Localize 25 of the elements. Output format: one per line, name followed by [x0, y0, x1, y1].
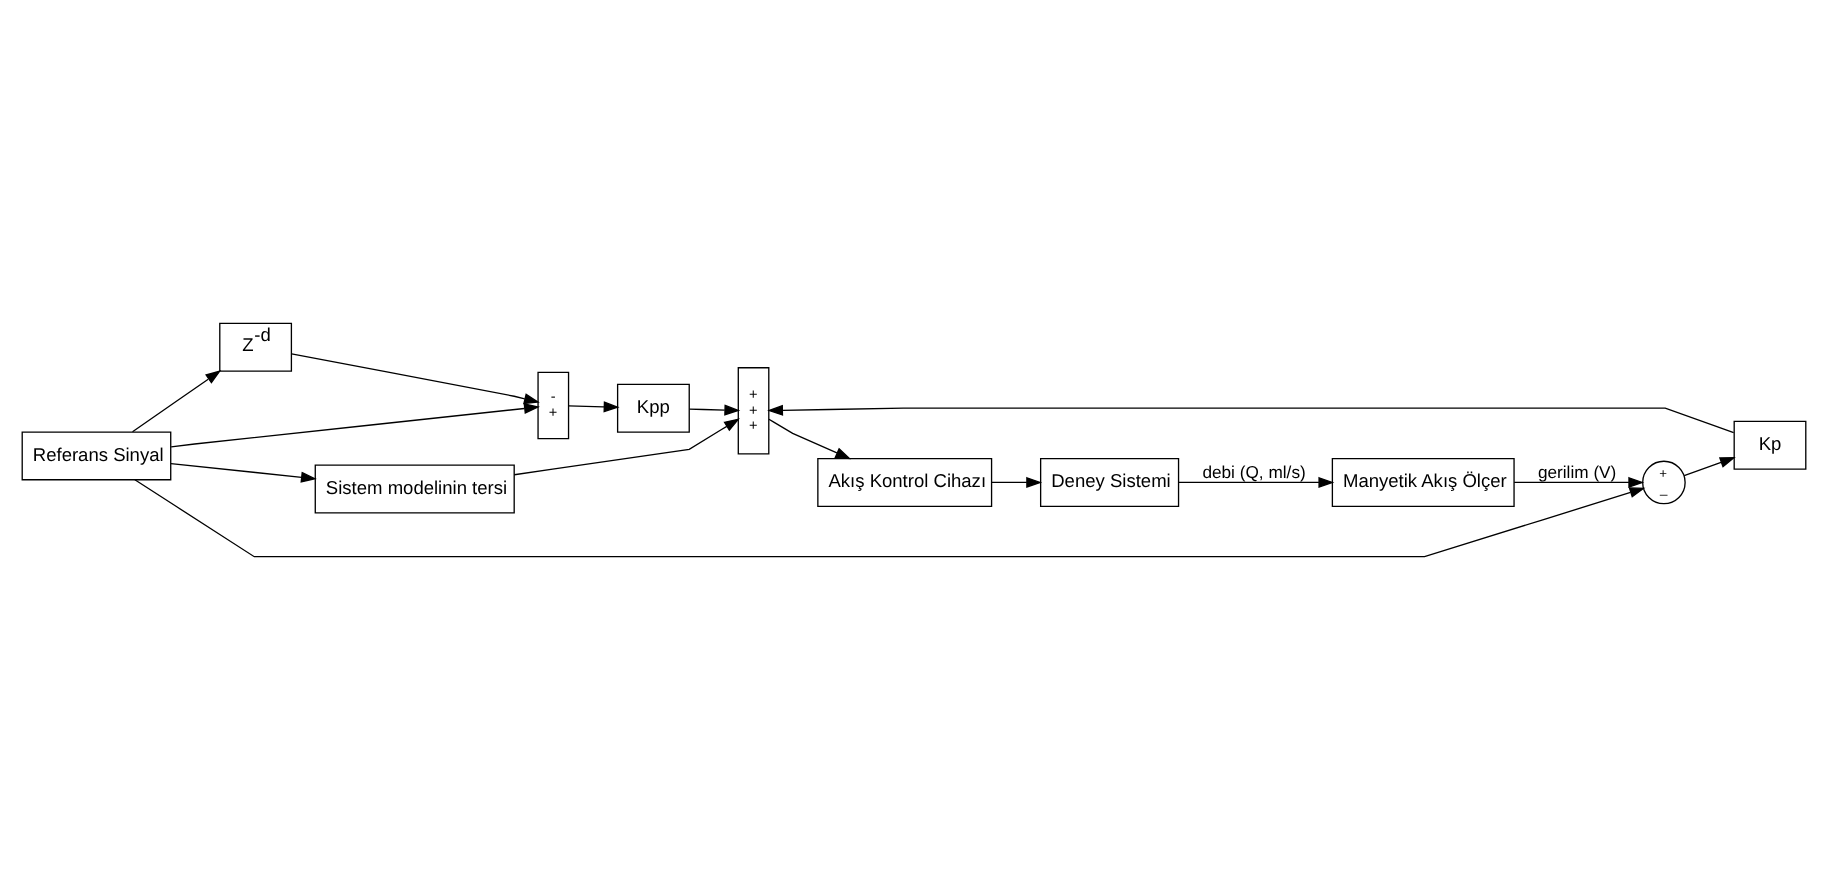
arrow [170, 461, 317, 482]
node-box: + + + [737, 366, 770, 454]
arrow [1178, 475, 1335, 487]
arrow [688, 403, 741, 415]
arrow [1513, 475, 1645, 487]
node-box: Referans Sinyal [21, 430, 172, 480]
node-box: Deney Sistemi [1039, 456, 1180, 506]
node-box: Kpp [616, 382, 690, 432]
edge-label: debi (Q, ml/s) [1202, 460, 1306, 481]
arrow [290, 352, 540, 404]
edge-label: gerilim (V) [1537, 460, 1617, 481]
arrow [170, 401, 540, 447]
node-box: Sistem modelinin tersi [314, 463, 515, 513]
arrow [567, 400, 620, 412]
node-box: - + [537, 370, 570, 439]
arrow [134, 478, 1646, 557]
arrow [513, 417, 740, 475]
arrow [1683, 456, 1736, 476]
arrow [767, 403, 1735, 433]
arrow [131, 369, 222, 432]
node-box: Manyetik Akış Ölçer [1331, 456, 1515, 506]
arrow [768, 417, 852, 459]
node-box: Akış Kontrol Cihazı [817, 456, 993, 506]
node-box: Kp [1733, 419, 1807, 469]
arrow [991, 475, 1043, 487]
